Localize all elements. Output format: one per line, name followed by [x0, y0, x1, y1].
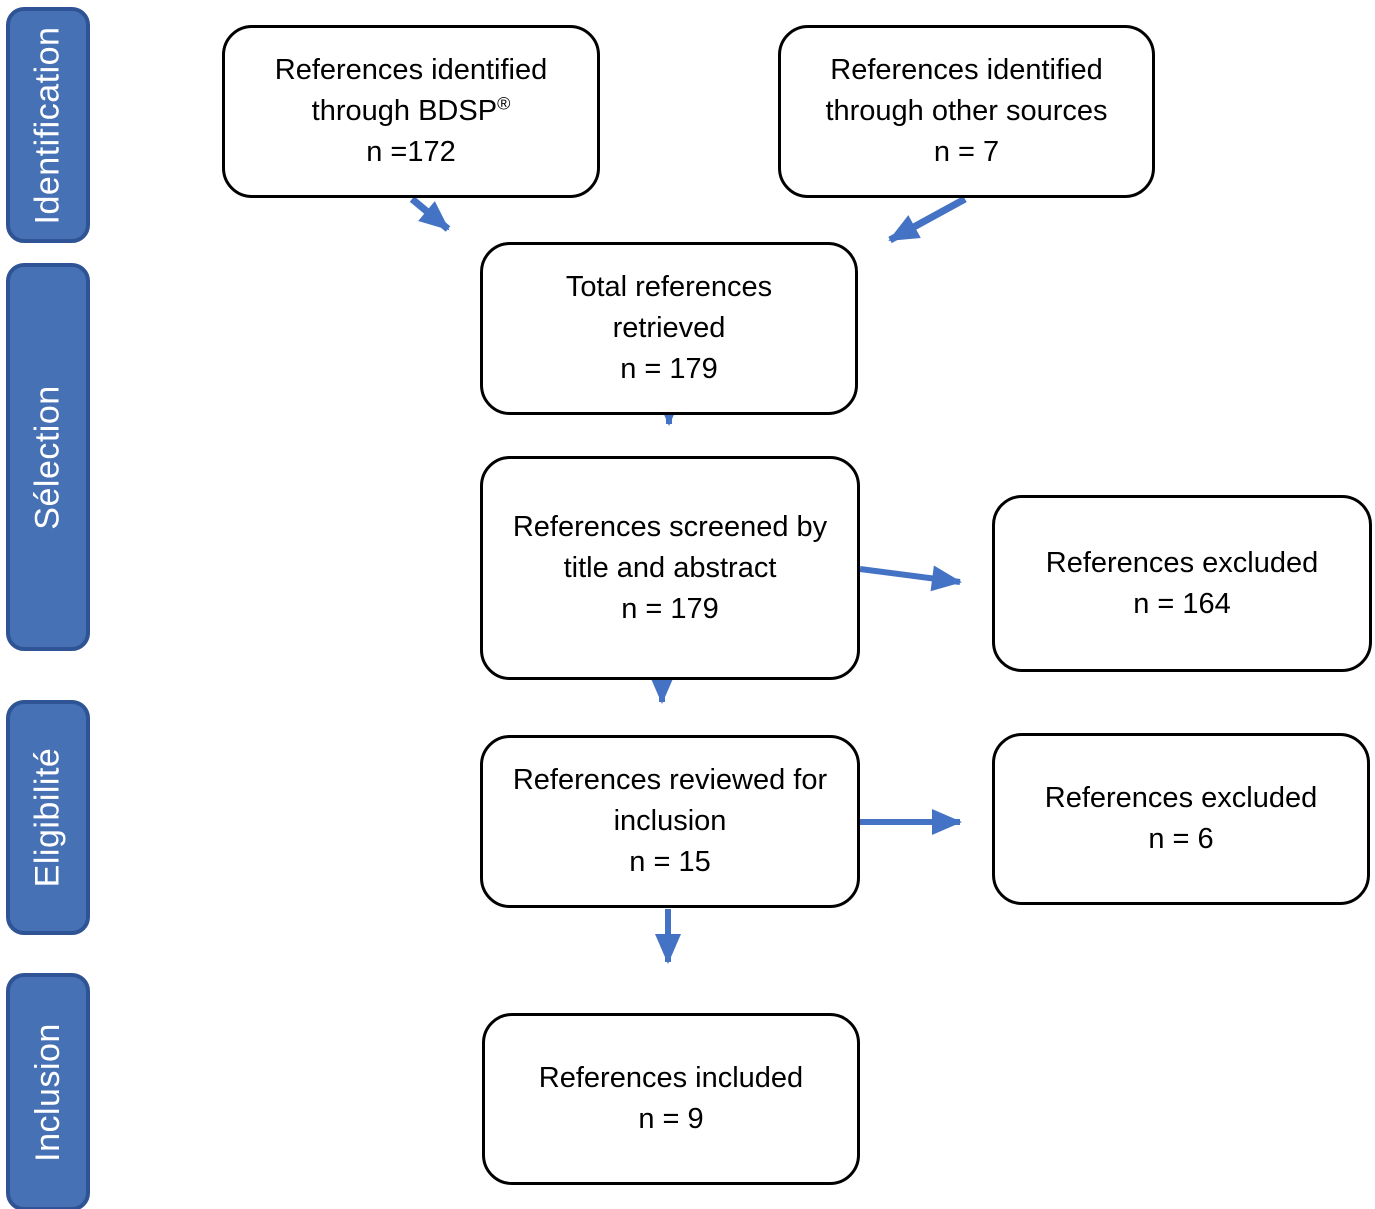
arrow-screened-to-excluded	[859, 565, 962, 592]
box-identified-other-line2: through other sources	[825, 95, 1108, 127]
box-excluded-screening-line1: References excluded	[1045, 546, 1319, 579]
box-screened-line1: References screened by	[512, 510, 828, 543]
box-included: References included n = 9	[482, 1013, 860, 1185]
box-total-retrieved: Total references retrieved n = 179	[480, 242, 858, 415]
box-identified-bdsp-line1: References identified	[274, 54, 548, 86]
box-identified-bdsp: References identified through BDSP® n =1…	[222, 25, 600, 198]
stage-eligibility: Eligibilité	[6, 700, 90, 935]
box-included-line1: References included	[538, 1062, 804, 1094]
box-identified-bdsp-count: n =172	[366, 136, 456, 168]
box-identified-bdsp-line2: through BDSP®	[275, 91, 547, 132]
stage-identification: Identification	[6, 7, 90, 243]
arrow-other-to-total	[888, 195, 967, 244]
arrow-bdsp-to-total	[409, 196, 451, 232]
box-excluded-review-count: n = 6	[1148, 823, 1214, 855]
box-identified-other: References identified through other sour…	[778, 25, 1155, 198]
box-excluded-review: References excluded n = 6	[992, 733, 1370, 905]
box-excluded-screening-count: n = 164	[1133, 587, 1231, 620]
stage-inclusion: Inclusion	[6, 973, 90, 1209]
stage-inclusion-label: Inclusion	[28, 1022, 67, 1162]
box-reviewed-line1: References reviewed for	[512, 764, 828, 796]
box-identified-other-count: n = 7	[933, 136, 1000, 168]
box-included-count: n = 9	[638, 1103, 704, 1135]
box-identified-bdsp-line2-text: through BDSP	[311, 95, 498, 127]
box-reviewed: References reviewed for inclusion n = 15	[480, 735, 860, 908]
stage-selection: Sélection	[6, 263, 90, 651]
box-excluded-screening: References excluded n = 164	[992, 495, 1372, 672]
box-screened-count: n = 179	[621, 592, 719, 625]
box-total-retrieved-count: n = 179	[620, 353, 718, 385]
box-screened: References screened by title and abstrac…	[480, 456, 860, 680]
stage-identification-label: Identification	[28, 26, 67, 224]
registered-trademark-symbol: ®	[497, 93, 511, 114]
stage-eligibility-label: Eligibilité	[28, 747, 67, 888]
box-reviewed-count: n = 15	[629, 846, 711, 878]
box-total-retrieved-line2: retrieved	[612, 312, 726, 344]
box-screened-line2: title and abstract	[563, 551, 777, 584]
box-identified-other-line1: References identified	[830, 54, 1103, 86]
box-reviewed-line2: inclusion	[613, 805, 727, 837]
stage-selection-label: Sélection	[28, 384, 67, 530]
box-excluded-review-line1: References excluded	[1044, 782, 1318, 814]
box-total-retrieved-line1: Total references	[565, 271, 773, 303]
